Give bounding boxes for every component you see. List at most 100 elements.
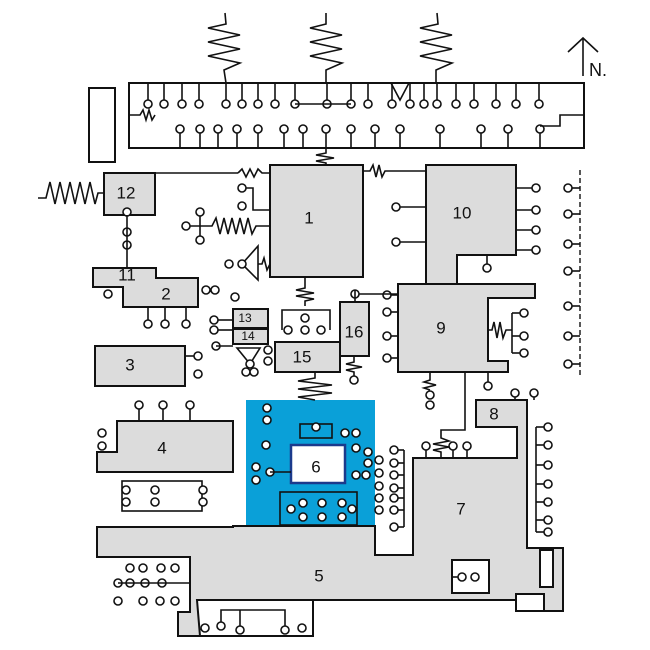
- terminal-node: [347, 504, 357, 514]
- terminal-node: [300, 313, 310, 323]
- block-3[interactable]: [94, 345, 186, 387]
- terminal-node: [535, 124, 545, 134]
- block-11-2[interactable]: [92, 267, 199, 308]
- top-resistors: [207, 12, 455, 84]
- terminal-node: [531, 245, 541, 255]
- terminal-node: [210, 285, 220, 295]
- block-14[interactable]: [232, 328, 269, 345]
- north-arrow-icon: [567, 36, 599, 76]
- room-small-b: [515, 593, 545, 612]
- terminal-node: [425, 390, 435, 400]
- terminal-node: [160, 319, 170, 329]
- terminal-node: [261, 440, 271, 450]
- terminal-node: [425, 400, 435, 410]
- block-9-label: 9: [436, 318, 445, 337]
- terminal-node: [563, 239, 573, 249]
- terminal-node: [351, 470, 361, 480]
- terminal-node: [150, 485, 160, 495]
- terminal-node: [175, 124, 185, 134]
- terminal-node: [249, 367, 259, 377]
- terminal-node: [519, 331, 529, 341]
- terminal-node: [201, 285, 211, 295]
- terminal-node: [563, 183, 573, 193]
- terminal-node: [534, 99, 544, 109]
- block-5-7-8[interactable]: [96, 399, 564, 637]
- terminal-node: [158, 400, 168, 410]
- terminal-node: [251, 475, 261, 485]
- terminal-node: [311, 422, 321, 432]
- terminal-node: [317, 498, 327, 508]
- terminal-node: [185, 400, 195, 410]
- terminal-node: [395, 124, 405, 134]
- terminal-node: [337, 498, 347, 508]
- terminal-node: [230, 292, 240, 302]
- terminal-node: [563, 209, 573, 219]
- terminal-node: [389, 505, 399, 515]
- block-15[interactable]: [274, 341, 341, 373]
- terminal-node: [224, 259, 234, 269]
- terminal-node: [237, 259, 247, 269]
- terminal-node: [405, 99, 415, 109]
- terminal-node: [181, 221, 191, 231]
- terminal-node: [470, 572, 480, 582]
- terminal-node: [389, 458, 399, 468]
- terminal-node: [543, 515, 553, 525]
- terminal-node: [159, 99, 169, 109]
- terminal-node: [200, 623, 210, 633]
- terminal-node: [195, 207, 205, 217]
- terminal-node: [316, 325, 326, 335]
- terminal-node: [349, 375, 359, 385]
- terminal-node: [340, 428, 350, 438]
- terminal-node: [543, 527, 553, 537]
- terminal-node: [237, 99, 247, 109]
- block-14-label: 14: [241, 329, 255, 343]
- terminal-node: [194, 99, 204, 109]
- block-1[interactable]: [269, 164, 364, 278]
- terminal-node: [519, 308, 529, 318]
- terminal-node: [121, 485, 131, 495]
- terminal-node: [363, 458, 373, 468]
- terminal-node: [181, 319, 191, 329]
- terminal-node: [170, 596, 180, 606]
- terminal-node: [543, 497, 553, 507]
- terminal-node: [97, 428, 107, 438]
- terminal-node: [262, 403, 272, 413]
- terminal-node: [510, 388, 520, 398]
- terminal-node: [251, 462, 261, 472]
- wiring-and-nodes: [97, 162, 580, 635]
- block-10[interactable]: [425, 164, 517, 285]
- terminal-node: [419, 99, 429, 109]
- terminal-node: [563, 266, 573, 276]
- terminal-node: [143, 99, 153, 109]
- terminal-node: [237, 201, 247, 211]
- terminal-node: [543, 422, 553, 432]
- terminal-node: [198, 485, 208, 495]
- terminal-node: [457, 572, 467, 582]
- terminal-node: [374, 455, 384, 465]
- terminal-node: [382, 290, 392, 300]
- terminal-node: [476, 124, 486, 134]
- terminal-node: [469, 99, 479, 109]
- terminal-node: [195, 124, 205, 134]
- terminal-node: [361, 470, 371, 480]
- terminal-node: [382, 353, 392, 363]
- block-9[interactable]: [397, 283, 536, 373]
- terminal-node: [483, 381, 493, 391]
- block-6[interactable]: [289, 443, 347, 485]
- terminal-node: [448, 441, 458, 451]
- terminal-node: [286, 504, 296, 514]
- terminal-node: [103, 289, 113, 299]
- terminal-node: [134, 400, 144, 410]
- terminal-node: [363, 447, 373, 457]
- block-13-label: 13: [238, 311, 252, 325]
- terminal-node: [138, 596, 148, 606]
- terminal-node: [351, 443, 361, 453]
- block-11-label: 11: [118, 265, 136, 284]
- terminal-node: [198, 497, 208, 507]
- terminal-node: [382, 331, 392, 341]
- block-4[interactable]: [96, 420, 234, 473]
- terminal-node: [193, 351, 203, 361]
- block-4-label: 4: [157, 438, 166, 457]
- terminal-node: [193, 369, 203, 379]
- block-15-label: 15: [293, 347, 312, 366]
